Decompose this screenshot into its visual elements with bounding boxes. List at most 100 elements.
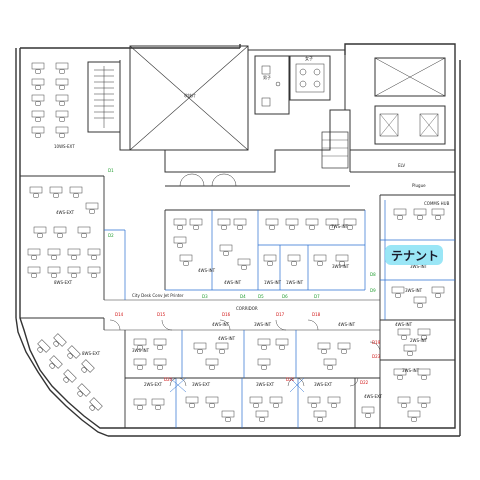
tenant-highlight: テナント [385,245,443,265]
desk-icon [205,358,219,370]
desk-icon [49,355,63,369]
room-label: 3WS-INT [254,322,272,327]
tenant-highlight-bg [385,245,443,265]
desk-icon [179,254,193,266]
desk-icon [151,398,165,410]
desk-icon [89,397,103,411]
desk-icon [275,338,289,350]
desk-icon [153,358,167,370]
building-shell [15,43,461,437]
desk-icon [27,248,41,260]
room-label: 2WS-INT [410,338,428,343]
desk-icon [287,254,301,266]
desk-icon [87,266,101,278]
desk-icon [307,396,321,408]
room-label: 4WS-INT [212,322,230,327]
door-tag: D17 [276,312,285,317]
desk-icon [413,208,427,220]
green-tag: D6 [282,294,288,299]
desk-icon [257,338,271,350]
desk-icon [269,396,283,408]
desk-icon [431,286,445,298]
desk-icon [305,218,319,230]
room-label: 4WS-INT [395,322,413,327]
door-tags-red: D14 D15 D16 D17 D18 D19 D20 D21 D22 D23 [115,312,381,385]
room-label: 4WS-EXT [56,210,75,215]
desk-icon [391,286,405,298]
room-label: 3WS-INT [402,368,420,373]
room-label: 10WS-EXT [54,144,75,149]
desk-icon [249,396,263,408]
desk-icon [67,266,81,278]
glass-partitions [104,200,455,428]
desk-icon [33,226,47,238]
room-label: 3WS-EXT [256,382,275,387]
desk-icon [337,342,351,354]
desk-icon [397,396,411,408]
desk-icon [77,383,91,397]
door-tag: D15 [157,312,166,317]
desk-icon [53,226,67,238]
desk-icon [31,62,45,74]
desk-icon [323,358,337,370]
corridor-label: CORRIDOR [236,306,258,311]
desk-icon [233,218,247,230]
core-area [87,45,455,187]
green-tag: D3 [202,294,208,299]
room-label: 4WS-INT [224,280,242,285]
room-label: 4WS-INT [198,268,216,273]
room-label: 4WS-INT [218,336,236,341]
room-label: 4WS-INT [338,322,356,327]
desk-icon [255,410,269,422]
desk-icon [193,342,207,354]
desk-icon [31,94,45,106]
door-tag: D23 [372,354,381,359]
desk-icon [317,342,331,354]
room-labels: 10WS-EXT 4WS-EXT 8WS-EXT 8WS-EXT 7WS-INT… [54,144,428,399]
desk-icon [77,226,91,238]
desk-icon [417,396,431,408]
green-tag: D5 [258,294,264,299]
green-tag: D7 [314,294,320,299]
desk-icon [81,359,95,373]
room-label: 8WS-EXT [82,351,101,356]
desk-icon [215,342,229,354]
desk-icon [417,328,431,340]
desk-icon [55,126,69,138]
desk-icon [63,369,77,383]
room-label: 2WS-EXT [144,382,163,387]
plugue-label: Plugue [412,183,426,188]
desk-icon [217,218,231,230]
comms-hub-label: COMMS HUB [424,201,450,206]
desk-icon [327,396,341,408]
desk-icon [55,78,69,90]
desk-icon [205,396,219,408]
desk-icon [153,338,167,350]
desk-icon [55,62,69,74]
desk-icon [313,410,327,422]
desk-icon [263,254,277,266]
desk-icon [335,254,349,266]
room-label: 4WS-EXT [364,394,383,399]
green-tag: D1 [108,168,114,173]
desk-icon [393,208,407,220]
room-label: 1WS-INT [286,280,304,285]
desk-icon [361,406,375,418]
desk-icon [343,218,357,230]
desk-icon [85,202,99,214]
door-tag: D16 [222,312,231,317]
desk-icon [237,258,251,270]
room-label: 3WS-EXT [192,382,211,387]
top-labels: 吹抜け 男子 女子 ELV Plugue COMMS HUB CORRIDOR … [132,55,450,311]
room-label: 3WS-INT [332,264,350,269]
desk-icon [37,339,51,353]
desk-icon [87,248,101,260]
desk-icon [313,254,327,266]
desk-icon [53,333,67,347]
green-tag: D8 [370,272,376,277]
tenant-label: テナント [391,249,439,263]
elv-label: ELV [398,163,405,168]
door-tag: D20 [164,377,173,382]
desk-icon [413,296,427,308]
